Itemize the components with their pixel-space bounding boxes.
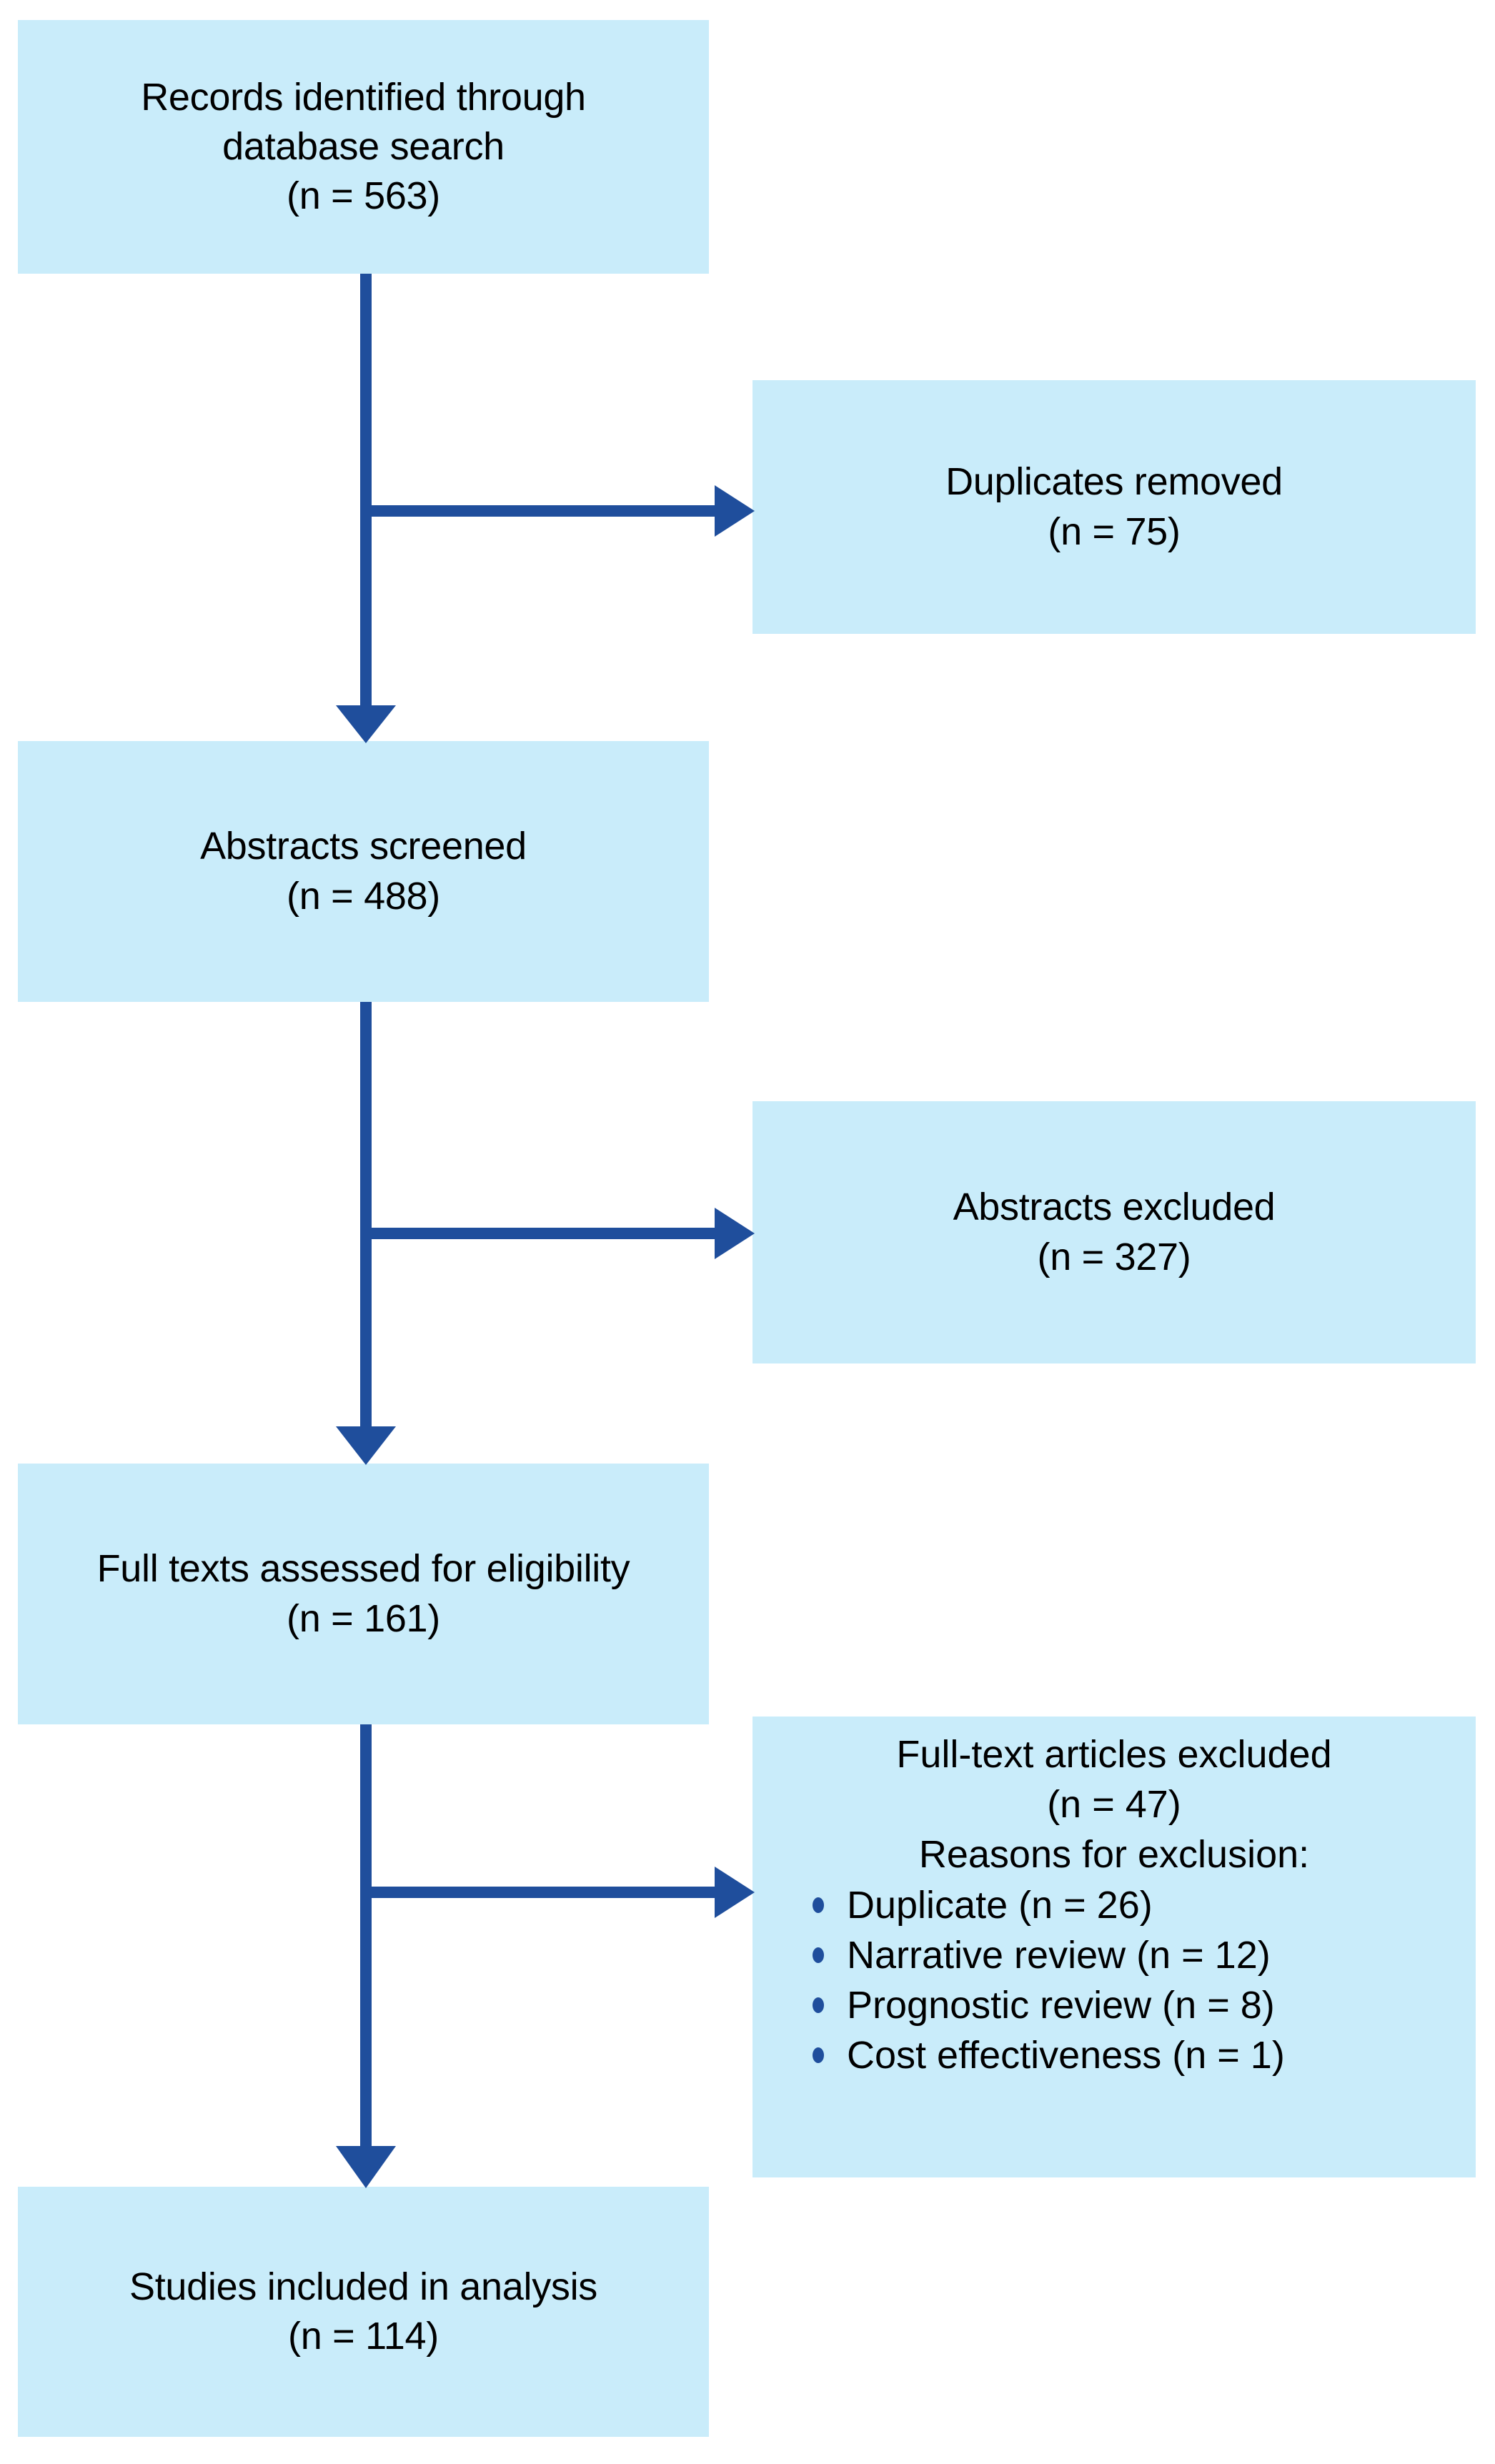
box-full-text-excluded-line-1: Full-text articles excluded <box>896 1733 1332 1776</box>
box-studies-included: Studies included in analysis (n = 114) <box>18 2187 709 2437</box>
bullet-icon <box>813 1947 824 1963</box>
box-records-identified-shape <box>18 20 709 274</box>
arrowhead-right-to-duplicates-removed <box>715 485 755 537</box>
reason-label: Narrative review (n = 12) <box>847 1933 1271 1977</box>
bullet-icon <box>813 2047 824 2064</box>
box-full-texts-assessed: Full texts assessed for eligibility (n =… <box>18 1464 709 1724</box>
exclusion-reasons-list: Duplicate (n = 26) Narrative review (n =… <box>808 1880 1285 2081</box>
box-duplicates-removed: Duplicates removed (n = 75) <box>753 380 1476 634</box>
arrowhead-right-to-abstracts-excluded <box>715 1208 755 1259</box>
box-abstracts-excluded-count: (n = 327) <box>1037 1235 1191 1278</box>
box-abstracts-screened-shape <box>18 741 709 1002</box>
list-item: Prognostic review (n = 8) <box>808 1980 1285 2030</box>
connector-branch-full-text-excluded <box>360 1887 715 1898</box>
box-duplicates-removed-line-1: Duplicates removed <box>945 460 1283 504</box>
box-full-texts-assessed-shape <box>18 1464 709 1724</box>
list-item: Cost effectiveness (n = 1) <box>808 2030 1285 2080</box>
box-records-identified-line-1: Records identified through <box>141 75 586 119</box>
box-abstracts-screened-count: (n = 488) <box>287 874 440 918</box>
list-item: Duplicate (n = 26) <box>808 1880 1285 1930</box>
box-studies-included-shape <box>18 2187 709 2437</box>
box-records-identified-line-2: database search <box>222 124 505 168</box>
connector-spine-3 <box>360 1724 372 2146</box>
box-full-text-excluded-shape <box>753 1717 1476 2177</box>
connector-spine-2 <box>360 1002 372 1426</box>
box-records-identified: Records identified through database sear… <box>18 20 709 274</box>
connector-branch-duplicates <box>360 505 715 517</box>
box-full-text-excluded: Full-text articles excluded (n = 47) Rea… <box>753 1717 1476 2177</box>
box-duplicates-removed-shape <box>753 380 1476 634</box>
box-full-texts-assessed-count: (n = 161) <box>287 1596 440 1640</box>
box-full-texts-assessed-line-1: Full texts assessed for eligibility <box>96 1547 630 1591</box>
box-abstracts-excluded-shape <box>753 1101 1476 1363</box>
box-abstracts-screened: Abstracts screened (n = 488) <box>18 741 709 1002</box>
arrowhead-down-to-studies-included <box>336 2146 396 2188</box>
arrowhead-down-to-abstracts-screened <box>336 705 396 743</box>
box-duplicates-removed-count: (n = 75) <box>1048 510 1181 553</box>
connector-branch-abstracts-excluded <box>360 1228 715 1239</box>
box-full-text-excluded-reasons-label: Reasons for exclusion: <box>918 1833 1310 1877</box>
box-abstracts-excluded-line-1: Abstracts excluded <box>953 1186 1276 1229</box>
list-item: Narrative review (n = 12) <box>808 1930 1285 1980</box>
box-studies-included-count: (n = 114) <box>288 2315 439 2358</box>
box-records-identified-count: (n = 563) <box>287 174 440 218</box>
bullet-icon <box>813 1897 824 1913</box>
box-studies-included-line-1: Studies included in analysis <box>129 2265 597 2308</box>
arrowhead-right-to-full-text-excluded <box>715 1867 755 1918</box>
bullet-icon <box>813 1997 824 2014</box>
arrowhead-down-to-full-texts <box>336 1426 396 1465</box>
box-abstracts-excluded: Abstracts excluded (n = 327) <box>753 1101 1476 1363</box>
connector-spine-1 <box>360 274 372 705</box>
reason-label: Duplicate (n = 26) <box>847 1883 1153 1927</box>
reason-label: Cost effectiveness (n = 1) <box>847 2034 1285 2077</box>
box-full-text-excluded-count: (n = 47) <box>1047 1783 1181 1827</box>
box-abstracts-screened-line-1: Abstracts screened <box>200 825 527 868</box>
reason-label: Prognostic review (n = 8) <box>847 1983 1275 2027</box>
